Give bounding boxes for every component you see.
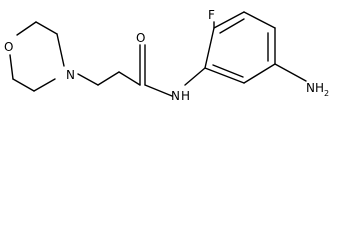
morpholine-ring bbox=[9, 21, 65, 92]
bond bbox=[56, 33, 65, 67]
benzene-ring bbox=[204, 11, 276, 84]
bond bbox=[118, 71, 141, 86]
bond bbox=[219, 18, 245, 34]
amide-hydrogen-label: H bbox=[181, 89, 190, 103]
bond bbox=[77, 73, 99, 86]
bond bbox=[212, 64, 244, 78]
bond bbox=[243, 63, 276, 84]
amine-nitrogen-label: N bbox=[306, 81, 315, 95]
bond bbox=[33, 78, 56, 92]
bond bbox=[144, 84, 173, 97]
bond bbox=[9, 54, 14, 80]
bond bbox=[213, 11, 245, 29]
amine-subscript-label: 2 bbox=[324, 89, 329, 98]
amine-hydrogen-label: H bbox=[315, 81, 324, 95]
bond bbox=[97, 71, 120, 86]
ring-nitrogen-label: N bbox=[66, 68, 75, 82]
bond bbox=[16, 21, 37, 36]
bond bbox=[243, 11, 276, 29]
ring-oxygen-label: O bbox=[4, 40, 13, 54]
acetamide-linker bbox=[77, 44, 206, 97]
bond bbox=[184, 67, 206, 86]
chemical-structure: O N O N H F N H 2 bbox=[4, 8, 329, 103]
bond bbox=[12, 78, 35, 92]
bond bbox=[204, 67, 245, 84]
carbonyl-oxygen-label: O bbox=[136, 31, 145, 45]
fluorine-label: F bbox=[208, 8, 215, 22]
bond bbox=[274, 63, 307, 82]
bond bbox=[35, 21, 58, 35]
amide-nitrogen-label: N bbox=[171, 89, 180, 103]
bond bbox=[204, 27, 215, 69]
